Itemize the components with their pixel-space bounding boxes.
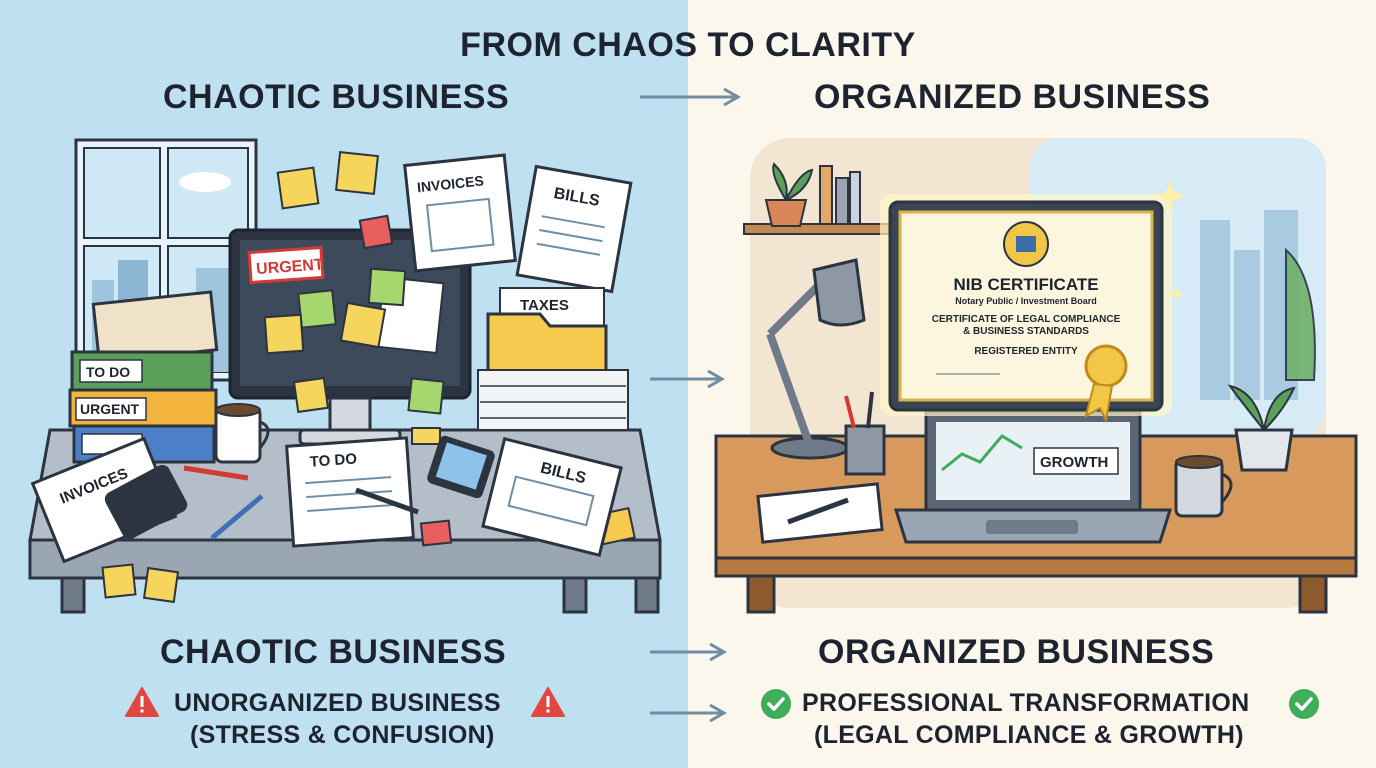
arrow-icon-bottom-desc [650,703,728,723]
urgent-sign-label: URGENT [256,256,325,278]
certificate-line3: REGISTERED ENTITY [974,346,1078,357]
organized-desk-illustration: GROWTH NIB CERTIFICATE Notary Public / I… [714,138,1358,614]
check-circle-icon [761,689,791,719]
certificate-subtitle: Notary Public / Investment Board [955,296,1097,306]
chaotic-description-line2: (STRESS & CONFUSION) [190,721,495,749]
todo-desk-document: TO DO [285,436,419,548]
phone-illustration [427,435,495,499]
wall-shelf [743,162,915,235]
chaotic-footer-heading: CHAOTIC BUSINESS [160,633,507,671]
svg-text:URGENT: URGENT [80,401,140,417]
svg-text:TO DO: TO DO [309,450,358,470]
organized-heading: ORGANIZED BUSINESS [814,78,1211,116]
page-title: FROM CHAOS TO CLARITY [460,26,916,64]
invoices-document: INVOICES [403,153,517,273]
potted-plant-right [1227,247,1316,472]
certificate-line2: & BUSINESS STANDARDS [963,326,1089,337]
chaotic-desk-illustration: URGENT INVOICES BILLS TAXES [28,138,662,614]
certificate-line1: CERTIFICATE OF LEGAL COMPLIANCE [932,314,1121,325]
nib-certificate: NIB CERTIFICATE Notary Public / Investme… [932,275,1128,424]
laptop-growth-label: GROWTH [1040,454,1108,471]
bills-desk-document: BILLS [481,437,623,557]
binder-stack: TO DO URGENT [68,290,219,464]
taxes-folder: TAXES [477,287,629,431]
organized-footer-heading: ORGANIZED BUSINESS [818,633,1215,671]
warning-triangle-icon [531,687,565,717]
certificate-title: NIB CERTIFICATE [953,275,1098,294]
check-circle-icon [1289,689,1319,719]
sparkle-icons [1154,180,1186,302]
chaotic-heading: CHAOTIC BUSINESS [163,78,510,116]
laptop: GROWTH [893,410,1173,544]
svg-text:TAXES: TAXES [520,297,569,314]
chaotic-description-line1: UNORGANIZED BUSINESS [174,689,501,717]
svg-text:TO DO: TO DO [86,364,130,380]
arrow-icon-top [640,87,742,107]
organized-description-line1: PROFESSIONAL TRANSFORMATION [802,689,1250,717]
pen-holder [844,391,886,476]
invoices-desk-document: INVOICES [30,436,188,564]
coffee-mug [214,403,270,464]
coffee-mug-right [1174,455,1233,518]
arrow-icon-middle [650,369,726,389]
warning-triangle-icon [125,687,159,717]
svg-text:INVOICES: INVOICES [416,172,484,195]
notepad [756,482,884,544]
desk-lamp [766,258,866,460]
arrow-icon-bottom-heading [650,642,728,662]
organized-description-line2: (LEGAL COMPLIANCE & GROWTH) [814,721,1244,749]
bills-document: BILLS [515,164,633,294]
